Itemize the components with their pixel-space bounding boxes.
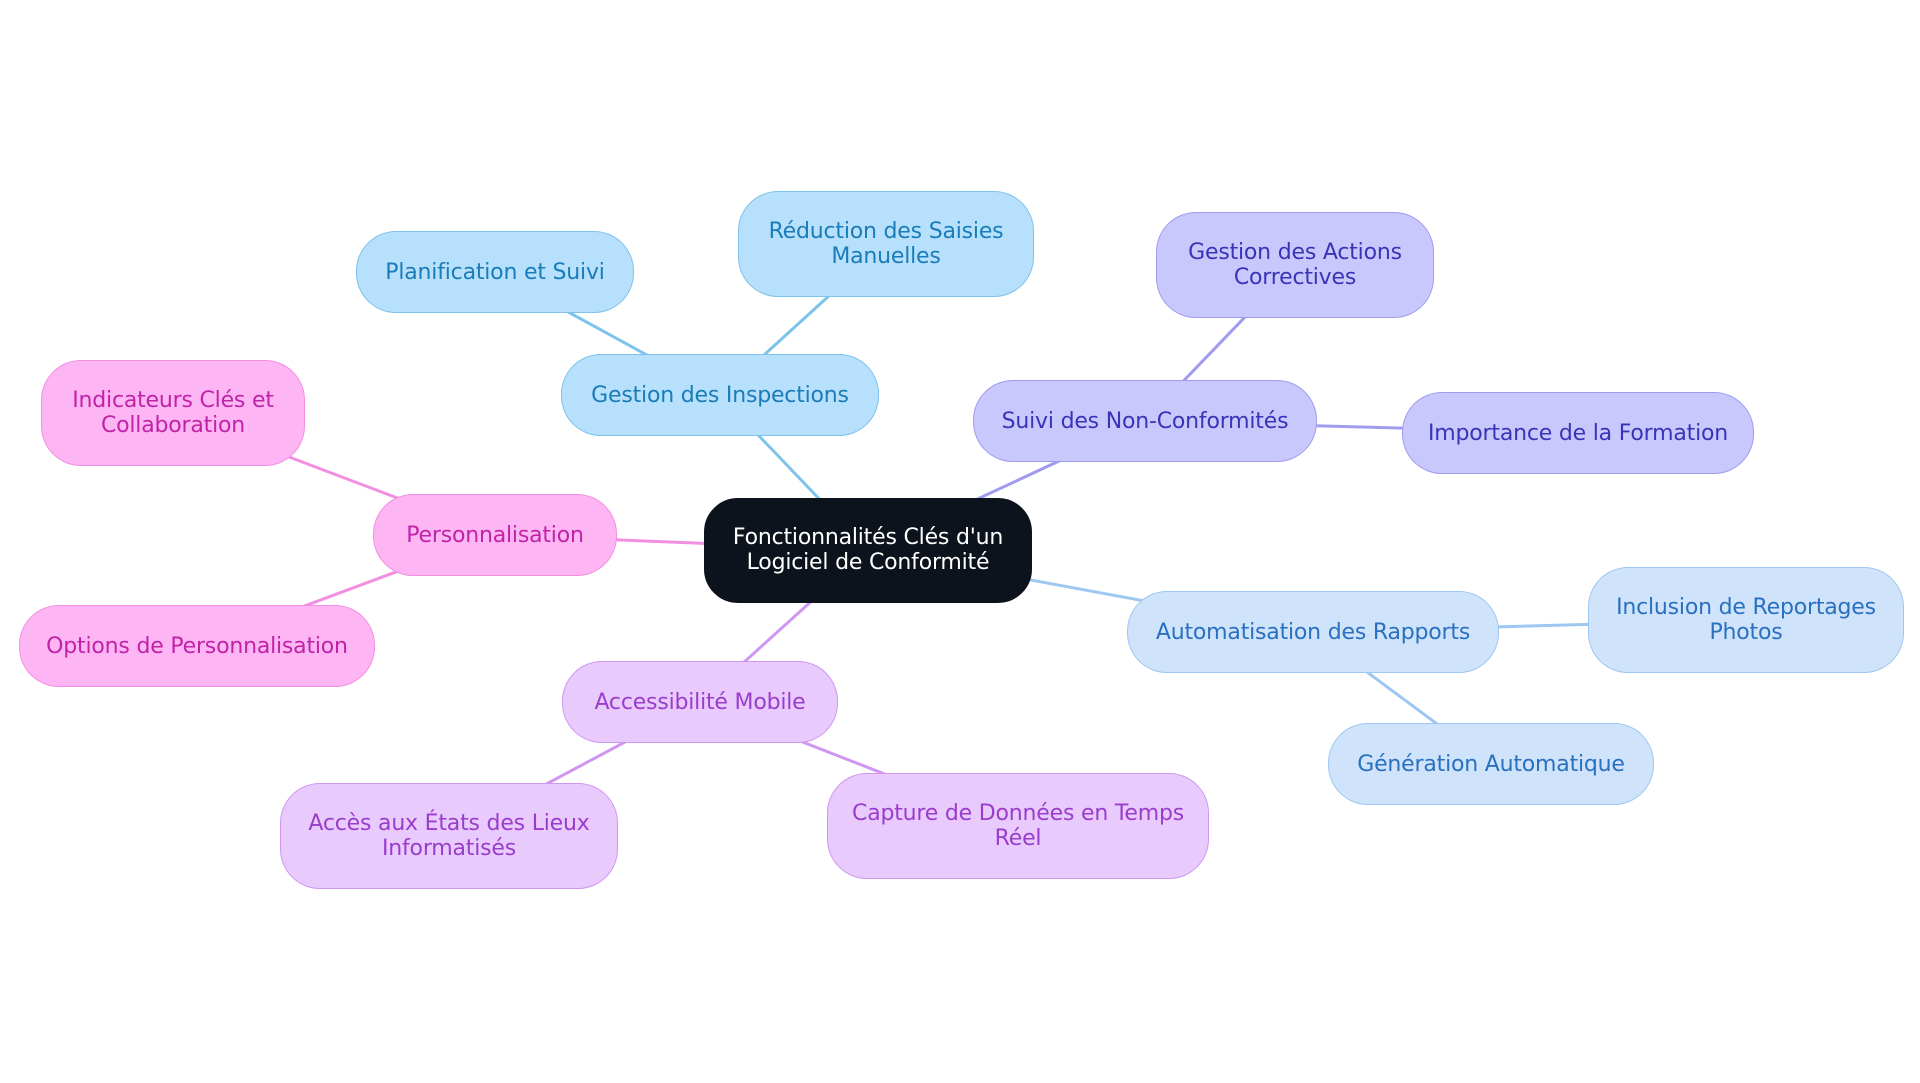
node-capture-de-donnees: Capture de Données en Temps Réel bbox=[827, 773, 1209, 879]
node-personnalisation: Personnalisation bbox=[373, 494, 617, 576]
node-indicateurs-cles: Indicateurs Clés et Collaboration bbox=[41, 360, 305, 466]
node-root: Fonctionnalités Clés d'un Logiciel de Co… bbox=[704, 497, 1032, 603]
node-importance-de-la-formation: Importance de la Formation bbox=[1402, 392, 1754, 474]
node-accessibilite-mobile: Accessibilité Mobile bbox=[562, 661, 838, 743]
node-planification-et-suivi: Planification et Suivi bbox=[356, 231, 634, 313]
node-inclusion-de-reportages-photos: Inclusion de Reportages Photos bbox=[1588, 567, 1904, 673]
node-options-de-personnalisation: Options de Personnalisation bbox=[19, 605, 375, 687]
node-suivi-des-non-conformites: Suivi des Non-Conformités bbox=[973, 380, 1317, 462]
node-automatisation-des-rapports: Automatisation des Rapports bbox=[1127, 591, 1499, 673]
node-gestion-des-actions-correctives: Gestion des Actions Correctives bbox=[1156, 212, 1434, 318]
node-acces-aux-etats-des-lieux: Accès aux États des Lieux Informatisés bbox=[280, 783, 618, 889]
node-gestion-des-inspections: Gestion des Inspections bbox=[561, 354, 879, 436]
node-reduction-des-saisies: Réduction des Saisies Manuelles bbox=[738, 191, 1034, 297]
node-generation-automatique: Génération Automatique bbox=[1328, 723, 1654, 805]
